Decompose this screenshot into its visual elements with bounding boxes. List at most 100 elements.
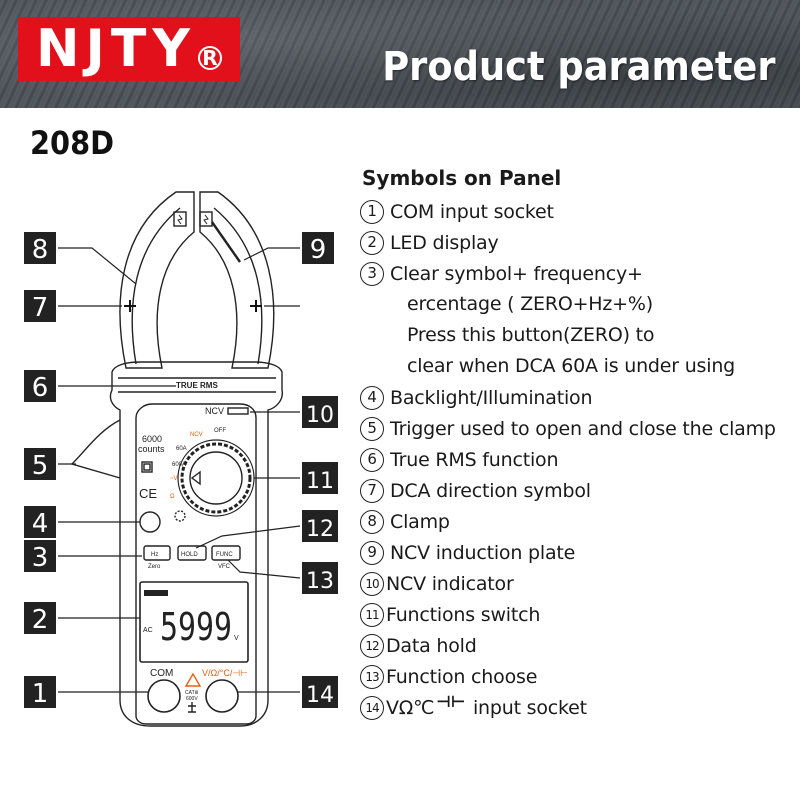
callout-12: 12: [306, 517, 334, 542]
callout-1: 1: [32, 679, 49, 709]
item-text: LED display: [390, 231, 499, 254]
list-item: 12 Data hold: [360, 630, 790, 661]
hz-button: [143, 545, 171, 561]
item-continuation: clear when DCA 60A is under using: [407, 355, 736, 377]
list-item: 6 True RMS function: [360, 444, 790, 475]
dial-60a: 60A: [176, 446, 187, 452]
input-label: V/Ω/°C/⊣⊢: [202, 668, 248, 678]
panel-title: Symbols on Panel: [362, 166, 562, 190]
callout-13: 13: [306, 569, 334, 594]
item-text: Clamp: [390, 510, 450, 533]
callout-8: 8: [32, 235, 49, 265]
brand-name: NJTY: [36, 19, 196, 79]
list-item: 10 NCV indicator: [360, 568, 790, 599]
func-button-label: FUNC: [216, 552, 233, 558]
true-rms-label: TRUE RMS: [176, 381, 218, 390]
ce-mark: CE: [139, 486, 157, 501]
item-text: NCV indicator: [386, 572, 514, 595]
list-item: 14 VΩ℃ ⊣⊢ input socket: [360, 692, 790, 723]
item-number: 1: [360, 199, 384, 224]
item-text: Functions switch: [386, 603, 541, 626]
hold-button-label: HOLD: [181, 552, 198, 558]
com-socket: [147, 679, 181, 713]
trigger: [70, 419, 121, 479]
callout-11: 11: [306, 469, 334, 494]
dial-ohm: Ω: [170, 494, 175, 500]
func-button: [211, 545, 241, 561]
item-text-suffix: input socket: [467, 696, 587, 719]
item-number: 13: [360, 664, 384, 689]
list-item: 1 COM input socket: [360, 196, 790, 227]
item-number: 14: [360, 695, 384, 720]
callout-9: 9: [310, 235, 327, 265]
callout-5: 5: [32, 451, 49, 481]
item-number: 6: [360, 447, 384, 472]
lcd-reading: 5999: [160, 605, 232, 649]
brand-logo: NJTY R: [18, 17, 240, 81]
item-number: 4: [360, 385, 384, 410]
cat-label: CATⅢ: [185, 690, 198, 696]
item-text: True RMS function: [390, 448, 559, 471]
item-number: 11: [360, 602, 384, 627]
capacitor-icon: ⊣⊢: [436, 692, 466, 711]
list-item: 8 Clamp: [360, 506, 790, 537]
vfc-label: VFC: [218, 564, 231, 570]
dial-600a: 600A: [172, 462, 186, 468]
cat-value: 600V: [186, 696, 198, 702]
clamp-jaw-left: [119, 191, 195, 369]
item-text: Data hold: [386, 634, 477, 657]
dial-ncv: NCV: [190, 432, 203, 438]
item-number: 9: [360, 540, 384, 565]
lcd-unit: V: [234, 635, 239, 642]
item-text: Clear symbol+ frequency+: [390, 262, 643, 285]
counts-value: 6000: [142, 434, 162, 444]
item-text: NCV induction plate: [390, 541, 576, 564]
item-number: 5: [360, 416, 384, 441]
list-item: 13 Function choose: [360, 661, 790, 692]
callout-6: 6: [32, 373, 49, 403]
hold-button: [177, 545, 207, 561]
dial-v: ~V: [170, 476, 178, 482]
list-item: 3 Clear symbol+ frequency+: [360, 258, 790, 289]
item-text: VΩ℃: [386, 696, 435, 719]
list-item: 2 LED display: [360, 227, 790, 258]
lcd-ac-indicator: AC: [143, 627, 153, 634]
hz-button-label: Hz: [151, 552, 158, 558]
item-number: 8: [360, 509, 384, 534]
item-text: Function choose: [386, 665, 538, 688]
header-banner: NJTY R Product parameter: [0, 0, 800, 108]
item-number: 10: [360, 571, 384, 596]
clamp-meter-diagram: TRUE RMS NCV 6000 counts CE OFF NCV 600A…: [24, 191, 338, 727]
callout-2: 2: [32, 605, 49, 635]
item-number: 12: [360, 633, 384, 658]
meter-body: [109, 361, 283, 727]
model-number: 208D: [30, 124, 115, 162]
callout-3: 3: [32, 543, 49, 573]
zero-label: Zero: [148, 564, 161, 570]
callout-4: 4: [32, 509, 49, 539]
item-number: 7: [360, 478, 384, 503]
item-continuation: ercentage ( ZERO+Hz+%): [407, 293, 653, 315]
dial-off: OFF: [214, 428, 226, 434]
input-socket: [205, 679, 239, 713]
item-continuation: Press this button(ZERO) to: [407, 324, 655, 346]
list-item: 7 DCA direction symbol: [360, 475, 790, 506]
registered-mark: R: [198, 46, 222, 70]
item-number: 3: [360, 261, 384, 286]
callout-14: 14: [306, 683, 334, 708]
list-item: 11 Functions switch: [360, 599, 790, 630]
clamp-jaw-right: [199, 191, 275, 369]
lcd-display: [139, 581, 249, 663]
list-item: 9 NCV induction plate: [360, 537, 790, 568]
ncv-label: NCV: [205, 406, 224, 416]
counts-label: counts: [138, 444, 165, 454]
item-text: Trigger used to open and close the clamp: [390, 417, 776, 440]
callout-10: 10: [306, 403, 334, 428]
list-item: 4 Backlight/Illumination: [360, 382, 790, 413]
callout-7: 7: [32, 293, 49, 323]
com-label: COM: [150, 668, 173, 679]
list-item: 5 Trigger used to open and close the cla…: [360, 413, 790, 444]
backlight-button: [139, 511, 161, 533]
page-title: Product parameter: [382, 44, 776, 90]
item-number: 2: [360, 230, 384, 255]
